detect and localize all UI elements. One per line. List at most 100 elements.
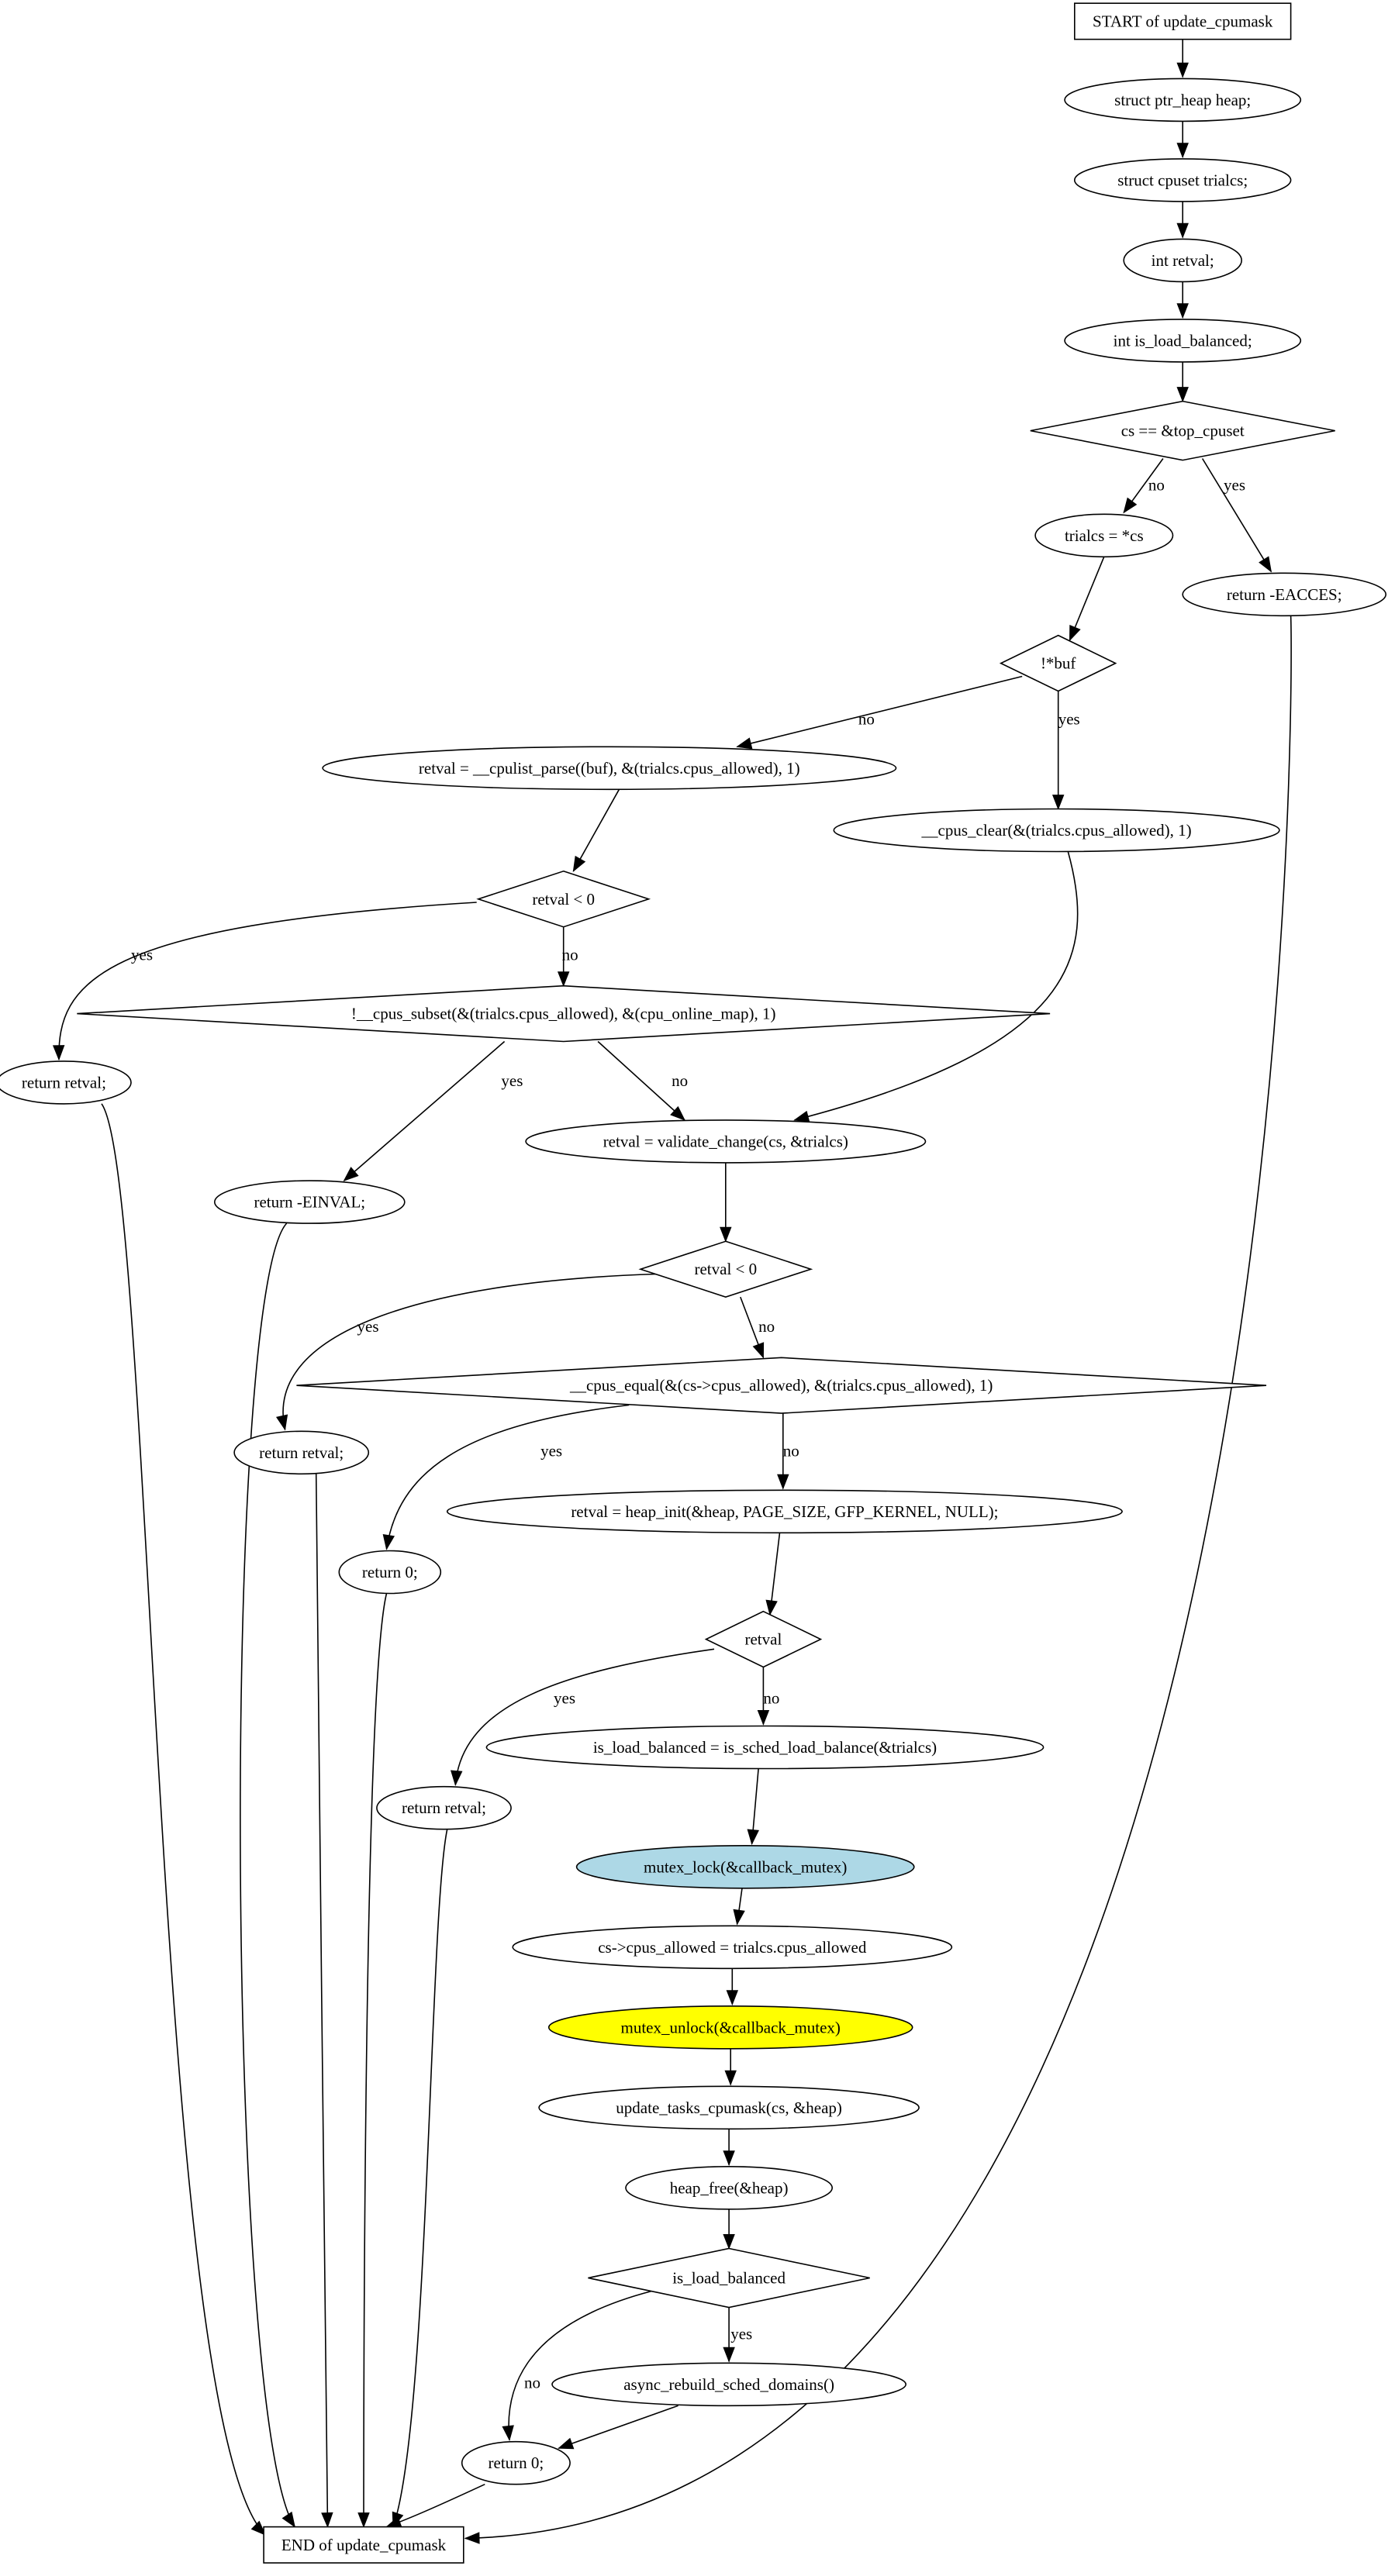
edge-label-yes: yes xyxy=(131,946,153,964)
edge-mutex_lock-to-cpus_allowed_assign xyxy=(733,1888,745,1926)
node-label: retval < 0 xyxy=(694,1260,757,1278)
edge-cond_top_cpuset-to-trialcs_assign: no xyxy=(1123,458,1165,514)
edge-cond_retval_lt0_b-to-return_retval_b: yes xyxy=(275,1273,658,1431)
arrowhead xyxy=(733,1909,745,1926)
decision-diamond xyxy=(77,985,1051,1043)
edge-line xyxy=(508,2290,653,2440)
edge-label-no: no xyxy=(562,946,578,964)
edge-cond_cpus_equal-to-return_zero_a: yes xyxy=(382,1404,630,1550)
arrowhead xyxy=(343,1167,359,1182)
edge-line xyxy=(385,1404,630,1550)
edge-cond_is_load_balanced-to-async_rebuild: yes xyxy=(723,2307,752,2363)
arrowhead xyxy=(736,737,753,750)
edge-line xyxy=(794,851,1079,1121)
edge-label-no: no xyxy=(763,1689,779,1708)
node-trialcs-assign: trialcs = *cs xyxy=(1034,513,1174,558)
arrowhead xyxy=(1259,556,1272,573)
node-label: return retval; xyxy=(402,1798,486,1817)
node-label: retval = heap_init(&heap, PAGE_SIZE, GFP… xyxy=(571,1502,998,1521)
node-cond-top-cpuset: cs == &top_cpuset xyxy=(1030,400,1335,461)
arrowhead xyxy=(357,2512,370,2528)
node-ellipse xyxy=(538,2085,920,2130)
edge-cond_buf-to-cpus_clear: yes xyxy=(1051,691,1080,810)
arrowhead xyxy=(752,1342,765,1359)
arrowhead xyxy=(726,1990,739,2006)
edge-return_einval-to-end xyxy=(240,1222,295,2528)
node-heap-init: retval = heap_init(&heap, PAGE_SIZE, GFP… xyxy=(446,1489,1123,1534)
decision-diamond xyxy=(999,634,1117,692)
arrowhead xyxy=(1176,387,1189,402)
edge-label-yes: yes xyxy=(554,1689,575,1708)
edge-return_retval_a-to-end xyxy=(101,1103,267,2536)
edge-cond_retval_lt0_b-to-cond_cpus_equal: no xyxy=(740,1296,775,1359)
edge-line xyxy=(101,1103,266,2536)
edge-return_retval_c-to-end xyxy=(392,1829,448,2528)
node-label: is_load_balanced = is_sched_load_balance… xyxy=(593,1738,937,1757)
arrowhead xyxy=(723,2347,735,2363)
edge-cond_retval-to-return_retval_c: yes xyxy=(451,1648,715,1786)
edge-cond_cpus_equal-to-heap_init: no xyxy=(777,1413,799,1490)
node-label: return retval; xyxy=(22,1073,106,1091)
node-label: !*buf xyxy=(1041,654,1076,673)
node-ellipse xyxy=(547,2005,913,2050)
node-label: cs == &top_cpuset xyxy=(1121,422,1245,440)
decision-diamond xyxy=(476,870,651,928)
node-label: async_rebuild_sched_domains() xyxy=(623,2375,834,2394)
edge-line xyxy=(58,902,477,1060)
arrowhead xyxy=(765,1599,778,1616)
node-return-retval-c: return retval; xyxy=(376,1785,512,1830)
arrowhead xyxy=(502,2425,514,2441)
node-cond-buf: !*buf xyxy=(999,634,1117,692)
edge-update_tasks_cpumask-to-heap_free xyxy=(723,2129,735,2167)
edge-cpulist_parse-to-cond_retval_lt0_a xyxy=(572,788,620,872)
node-return-retval-a: return retval; xyxy=(0,1060,132,1105)
node-box xyxy=(263,2526,464,2564)
node-label: return -EINVAL; xyxy=(254,1193,365,1212)
node-ellipse xyxy=(625,2166,834,2210)
node-ellipse xyxy=(1182,572,1386,617)
node-ellipse xyxy=(575,1845,915,1889)
edge-label-no: no xyxy=(783,1442,799,1460)
node-ellipse xyxy=(1064,78,1302,122)
node-label: retval < 0 xyxy=(532,890,595,909)
node-ellipse xyxy=(512,1925,953,1970)
edge-label-no: no xyxy=(672,1071,688,1090)
node-label: return retval; xyxy=(259,1443,344,1462)
edge-label-no: no xyxy=(758,1317,775,1336)
edge-line xyxy=(240,1222,295,2528)
edge-return_retval_b-to-end xyxy=(315,1474,333,2528)
edge-heap_free-to-cond_is_load_balanced xyxy=(723,2209,735,2250)
node-return-zero-a: return 0; xyxy=(338,1550,442,1595)
node-cpus-allowed-assign: cs->cpus_allowed = trialcs.cpus_allowed xyxy=(512,1925,953,1970)
node-cond-retval-lt0-b: retval < 0 xyxy=(638,1240,813,1298)
arrowhead xyxy=(670,1105,686,1121)
node-mutex-lock: mutex_lock(&callback_mutex) xyxy=(575,1845,915,1889)
edge-line xyxy=(315,1474,329,2527)
edge-line xyxy=(282,1273,658,1430)
arrowhead xyxy=(723,2234,735,2250)
edge-cond_retval-to-is_sched_load_balance: no xyxy=(757,1667,779,1726)
edge-cond_top_cpuset-to-return_eacces: yes xyxy=(1201,458,1272,573)
arrowhead xyxy=(558,2437,575,2450)
node-ellipse xyxy=(0,1060,132,1105)
node-return-retval-b: return retval; xyxy=(233,1430,370,1475)
node-validate-change: retval = validate_change(cs, &trialcs) xyxy=(525,1119,927,1164)
arrowhead xyxy=(321,2512,333,2528)
node-label: !__cpus_subset(&(trialcs.cpus_allowed), … xyxy=(351,1005,776,1023)
edge-label-yes: yes xyxy=(730,2324,752,2343)
node-label: START of update_cpumask xyxy=(1093,12,1273,31)
node-label: cs->cpus_allowed = trialcs.cpus_allowed xyxy=(598,1938,867,1957)
arrowhead xyxy=(557,971,570,988)
node-trialcs-decl: struct cpuset trialcs; xyxy=(1073,158,1292,202)
node-ellipse xyxy=(1123,238,1242,283)
node-return-eacces: return -EACCES; xyxy=(1182,572,1386,617)
node-label: mutex_lock(&callback_mutex) xyxy=(644,1857,847,1876)
edge-label-yes: yes xyxy=(1224,475,1245,494)
edge-line xyxy=(363,1593,388,2527)
edge-cond_buf-to-cpulist_parse: no xyxy=(736,675,1023,750)
edge-line xyxy=(344,1040,506,1181)
node-ellipse xyxy=(525,1119,927,1164)
edge-line xyxy=(737,675,1023,748)
edge-cpus_allowed_assign-to-mutex_unlock xyxy=(726,1968,739,2006)
